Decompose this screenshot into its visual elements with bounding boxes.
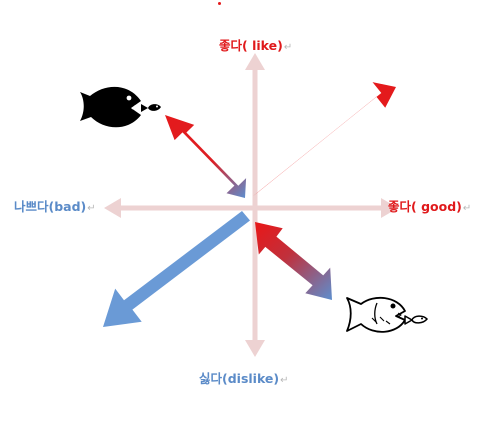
axis-label-top: 좋다( like)↵	[219, 38, 292, 56]
vertical-axis-arrow-up	[245, 53, 265, 70]
return-mark-icon: ↵	[280, 375, 289, 386]
return-mark-icon: ↵	[87, 203, 96, 214]
horizontal-axis-arrow-right	[381, 198, 398, 218]
axis-label-right: 좋다( good)↵	[388, 199, 471, 217]
stray-dot	[218, 2, 221, 5]
outlined-fish-eating-small-fish-icon	[346, 296, 429, 333]
gradient-arrow-upper-left	[165, 115, 247, 198]
axis-label-left-text: 나쁘다(bad)	[14, 199, 87, 214]
axis-label-bottom: 싫다(dislike)↵	[199, 371, 289, 389]
gradient-arrow-lower-right	[255, 222, 332, 300]
axis-label-left: 나쁘다(bad)↵	[14, 199, 96, 217]
big-black-fish-eating-small-fish-icon	[80, 86, 161, 128]
axis-label-right-text: 좋다( good)	[388, 199, 462, 214]
vertical-axis-arrow-down	[245, 340, 265, 357]
return-mark-icon: ↵	[283, 42, 293, 53]
axis-label-bottom-text: 싫다(dislike)	[199, 371, 280, 386]
axis-label-top-text: 좋다( like)	[219, 38, 283, 53]
big-blue-arrow-down-left	[103, 211, 250, 327]
axes	[104, 53, 398, 357]
horizontal-axis-arrow-left	[104, 198, 121, 218]
big-red-arrow-up-right	[253, 82, 396, 196]
return-mark-icon: ↵	[462, 203, 472, 214]
